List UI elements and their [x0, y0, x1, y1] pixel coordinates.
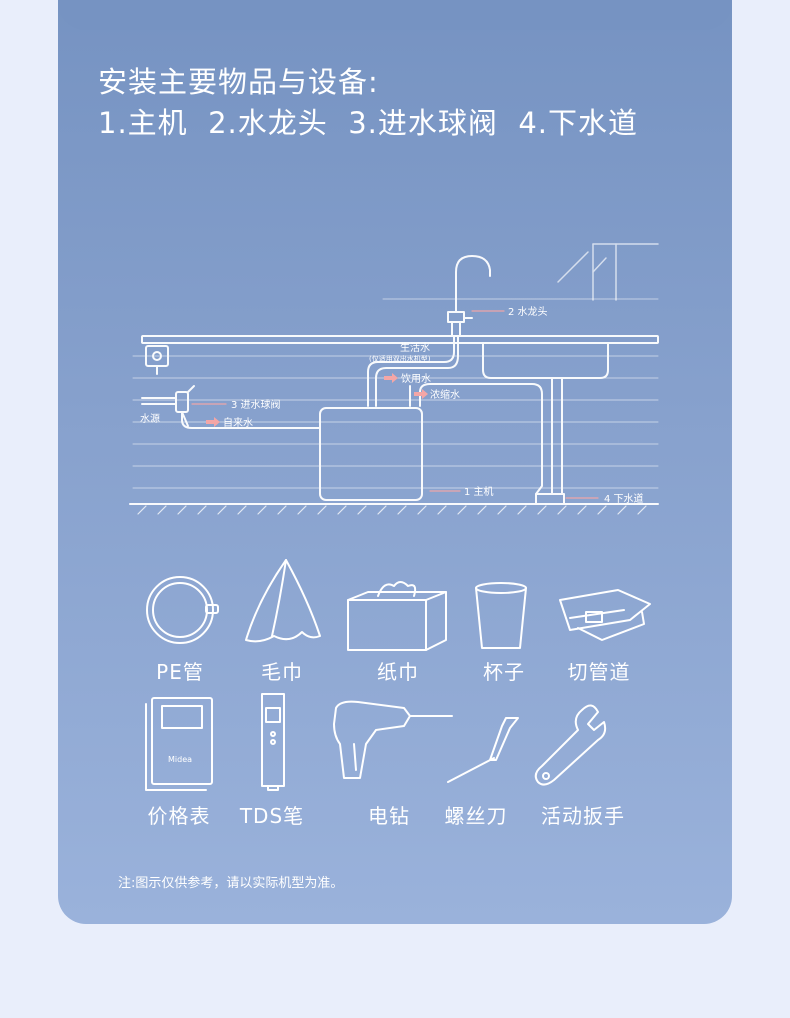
item-label-cup: 杯子 — [483, 660, 525, 684]
pipe-drinking-water — [375, 335, 459, 407]
wrench-icon — [534, 704, 607, 786]
leader-lines — [191, 310, 599, 499]
wall-lines — [132, 298, 659, 489]
towel-icon — [245, 559, 321, 643]
label-concentrate: 浓缩水 — [430, 388, 460, 401]
label-drain: 4 下水道 — [604, 492, 644, 505]
item-label-drill: 电钻 — [368, 804, 410, 828]
item-label-tds-pen: TDS笔 — [239, 804, 305, 828]
item-label-pipe-cutter: 切管道 — [567, 660, 631, 684]
title-line-2: 1.主机 2.水龙头 3.进水球阀 4.下水道 — [98, 106, 638, 140]
brand-logo-text: Midea — [168, 755, 192, 764]
tds-pen-icon — [261, 693, 285, 791]
pipe-living-water — [367, 335, 455, 407]
water-source-pipe — [141, 397, 177, 405]
title-line-1: 安装主要物品与设备: — [98, 65, 379, 99]
window — [557, 243, 659, 301]
pipe-concentrate — [419, 383, 543, 495]
faucet-neck — [455, 255, 491, 313]
drill-icon — [333, 700, 453, 779]
item-label-towel: 毛巾 — [261, 660, 303, 684]
drain — [535, 493, 565, 505]
label-living-water-note: (仅适用双出水机型) — [369, 354, 431, 363]
footer-note: 注:图示仅供参考，请以实际机型为准。 — [118, 876, 344, 891]
tissue-icon — [347, 581, 447, 651]
installation-card: 安装主要物品与设备: 1.主机 2.水龙头 3.进水球阀 4.下水道 — [58, 0, 732, 924]
label-faucet: 2 水龙头 — [508, 305, 548, 318]
pe-pipe-icon — [146, 576, 219, 644]
item-label-pe-pipe: PE管 — [156, 660, 204, 684]
label-living-water: 生活水 — [400, 341, 430, 354]
label-water-source: 水源 — [140, 412, 160, 425]
label-drinking-water: 饮用水 — [401, 372, 431, 385]
inlet-valve — [175, 391, 189, 413]
host-unit — [319, 407, 423, 501]
pipe-cutter-icon — [559, 589, 651, 641]
floor-hatch — [137, 505, 647, 515]
item-label-tissue: 纸巾 — [377, 660, 419, 684]
faucet-base — [447, 311, 465, 337]
cup-icon — [475, 582, 527, 649]
sink — [482, 342, 609, 379]
label-host: 1 主机 — [464, 485, 494, 498]
item-label-wrench: 活动扳手 — [541, 804, 625, 828]
installation-diagram: 2 水龙头 生活水 (仅适用双出水机型) 饮用水 浓缩水 3 进水球阀 水源 自… — [129, 243, 659, 791]
screwdriver-icon — [447, 717, 519, 783]
countertop — [141, 335, 659, 344]
label-tap-water: 自来水 — [223, 416, 253, 429]
flow-arrows — [206, 373, 428, 427]
label-inlet-valve: 3 进水球阀 — [231, 398, 281, 411]
pipe-tap-water — [181, 411, 321, 429]
item-label-screwdriver: 螺丝刀 — [444, 804, 508, 828]
item-label-price-list: 价格表 — [147, 804, 211, 828]
page-title: 安装主要物品与设备: 1.主机 2.水龙头 3.进水球阀 4.下水道 — [98, 62, 638, 144]
price-list-icon — [145, 697, 213, 791]
